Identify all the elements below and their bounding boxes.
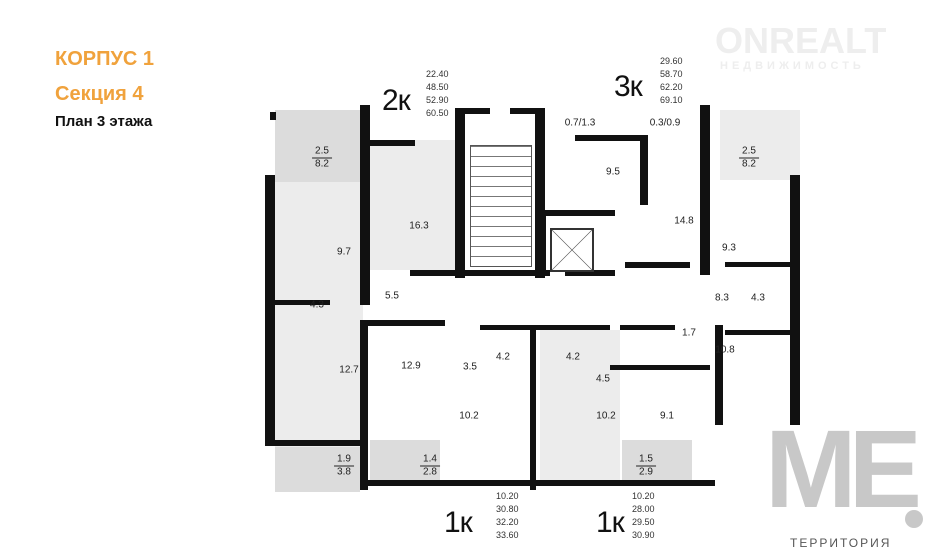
apartment-type-1k-a: 1к xyxy=(444,506,473,539)
room-area: 12.7 xyxy=(339,364,359,376)
room-area: 8.3 xyxy=(715,292,729,304)
section-title: Секция 4 xyxy=(55,83,144,105)
apartment-type-1k-b: 1к xyxy=(596,506,625,539)
room-area: 0.3/0.9 xyxy=(649,117,681,129)
room-area: 3.5 xyxy=(463,361,477,373)
room-area: 4.5 xyxy=(596,373,610,385)
room-area: 14.8 xyxy=(674,215,694,227)
room-area: 9.5 xyxy=(606,166,620,178)
logo-caption: ТЕРРИТОРИЯ xyxy=(790,536,892,550)
room-area: 5.5 xyxy=(385,290,399,302)
room-area: 0.7/1.3 xyxy=(564,117,596,129)
watermark-subtitle: НЕДВИЖИМОСТЬ xyxy=(720,60,865,72)
floor-plan-title: План 3 этажа xyxy=(55,113,153,130)
building-title: КОРПУС 1 xyxy=(55,48,155,70)
room-area: 16.3 xyxy=(409,220,429,232)
room-area: 10.2 xyxy=(459,410,479,422)
room-area: 4.3 xyxy=(310,299,324,311)
room-area: 10.8 xyxy=(715,344,735,356)
room-area: 1.7 xyxy=(682,327,696,339)
apartment-type-2k: 2к xyxy=(382,84,411,117)
developer-logo: ME xyxy=(765,408,922,531)
room-area: 10.2 xyxy=(596,410,616,422)
room-area: 4.2 xyxy=(496,351,510,363)
room-area: 4.2 xyxy=(566,351,580,363)
room-area: 9.1 xyxy=(660,410,674,422)
staircase xyxy=(470,145,532,267)
elevator-shaft xyxy=(550,228,594,272)
logo-dot xyxy=(905,510,923,528)
room-area: 12.9 xyxy=(401,360,421,372)
room-area: 4.3 xyxy=(751,292,765,304)
apartment-type-3k: 3к xyxy=(614,70,643,103)
room-area: 9.3 xyxy=(722,242,736,254)
room-area: 9.7 xyxy=(337,246,351,258)
watermark-brand: ONREALT xyxy=(715,20,887,61)
